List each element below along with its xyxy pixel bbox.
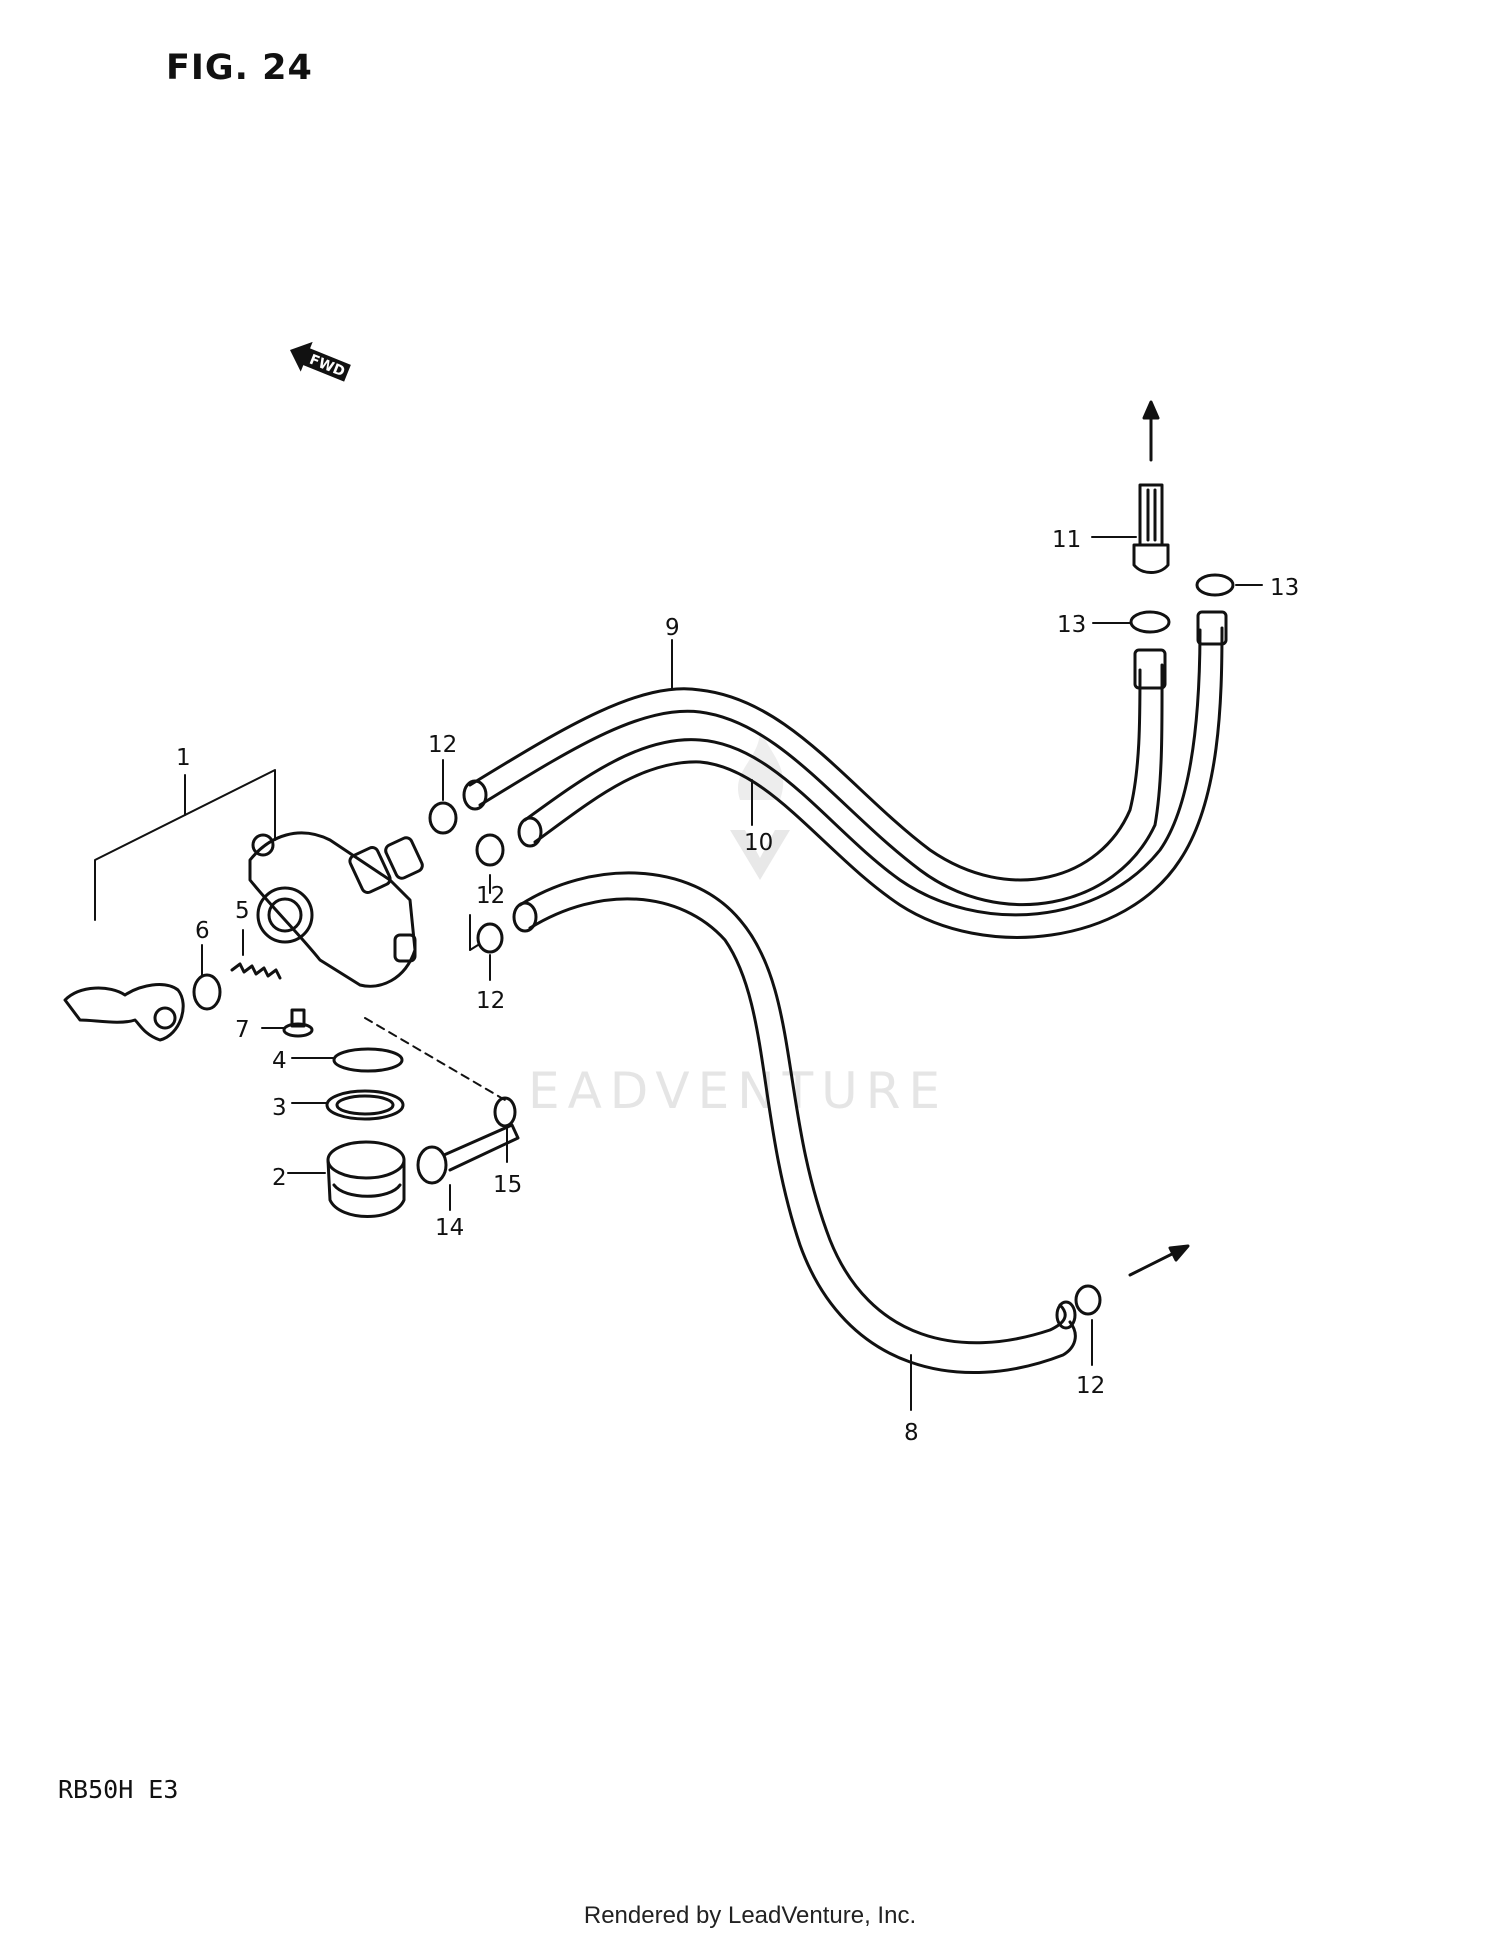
callout-10: 10 — [744, 830, 773, 856]
callout-15: 15 — [493, 1172, 522, 1198]
callout-14: 14 — [435, 1215, 464, 1241]
callout-13a: 13 — [1057, 612, 1086, 638]
fuel-strainer-11 — [1132, 483, 1170, 574]
clip-13a — [1129, 610, 1171, 634]
forward-direction-icon: FWD — [290, 341, 351, 382]
fuel-hose-8 — [512, 871, 1077, 1375]
callout-7: 7 — [235, 1017, 250, 1043]
callout-11: 11 — [1052, 527, 1081, 553]
fuel-hose-9 — [462, 648, 1167, 907]
callout-9: 9 — [665, 615, 680, 641]
clip-12c — [476, 922, 504, 954]
model-code: RB50H E3 — [58, 1775, 179, 1804]
fuel-cock-assembly — [248, 831, 424, 988]
fuel-hose-10 — [517, 610, 1228, 939]
callout-8: 8 — [904, 1420, 919, 1446]
leader-lines — [94, 536, 1263, 1411]
clip-12b — [475, 833, 505, 867]
flow-arrow-right-icon — [1128, 1244, 1190, 1277]
callout-12c: 12 — [476, 988, 505, 1014]
callout-labels: 1 2 3 4 5 6 7 8 9 10 11 12 12 12 12 13 1… — [176, 527, 1299, 1446]
filter-4 — [332, 1047, 404, 1073]
callout-12a: 12 — [428, 732, 457, 758]
callout-3: 3 — [272, 1095, 287, 1121]
fuel-cock-lever — [63, 983, 185, 1042]
callout-2: 2 — [272, 1165, 287, 1191]
callout-1: 1 — [176, 745, 191, 771]
clip-13b — [1195, 573, 1235, 597]
callout-12b: 12 — [476, 883, 505, 909]
clip-12a — [428, 801, 458, 835]
fuel-cup-2 — [326, 1140, 406, 1218]
figure-title: FIG. 24 — [166, 48, 313, 88]
callout-5: 5 — [235, 898, 250, 924]
flow-arrow-up-icon — [1142, 400, 1160, 462]
callout-6: 6 — [195, 918, 210, 944]
watermark-text: EADVENTURE — [528, 1062, 948, 1120]
callout-12d: 12 — [1076, 1373, 1105, 1399]
watermark: EADVENTURE — [528, 730, 948, 1120]
render-credit: Rendered by LeadVenture, Inc. — [583, 1902, 917, 1929]
washer-15 — [493, 1096, 517, 1128]
callout-4: 4 — [272, 1048, 287, 1074]
spring-5 — [230, 962, 282, 980]
screw-7 — [282, 1008, 314, 1038]
bolt-14 — [416, 1123, 520, 1185]
callout-13b: 13 — [1270, 575, 1299, 601]
o-ring-6 — [192, 973, 222, 1011]
gasket-3 — [325, 1089, 405, 1121]
clip-12d — [1074, 1284, 1102, 1316]
